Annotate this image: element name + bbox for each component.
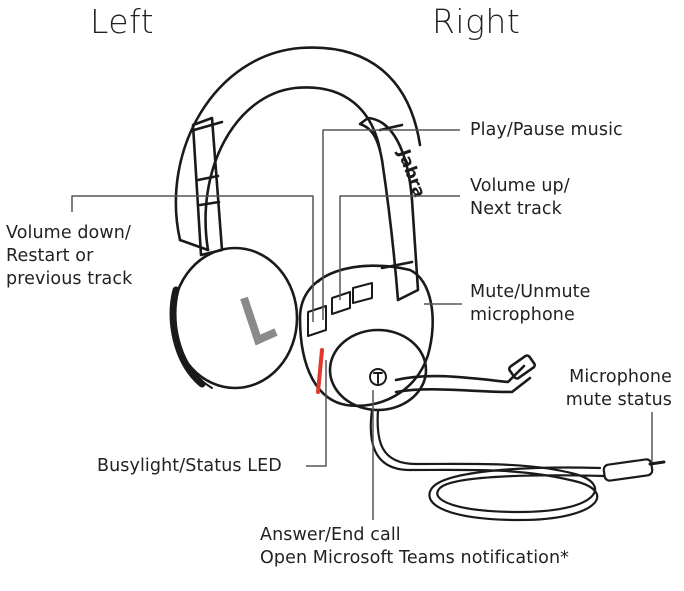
- leader-play-pause: [322, 129, 460, 320]
- callout-play-pause-text: Play/Pause music: [470, 120, 623, 140]
- callout-volume-down-line2: Restart or: [6, 246, 94, 266]
- callout-mute-unmute-line2: microphone: [470, 305, 575, 325]
- callout-busylight: Busylight/Status LED: [97, 455, 282, 478]
- leader-volume-up: [339, 195, 460, 300]
- leader-busylight: [306, 360, 327, 467]
- boom-microphone: [394, 354, 536, 394]
- left-side-title: Left: [90, 2, 155, 41]
- callout-mic-mute-status-line2: mute status: [565, 390, 672, 410]
- callout-volume-up: Volume up/ Next track: [470, 175, 570, 221]
- left-ear-mark: [240, 296, 278, 346]
- right-side-title: Right: [432, 2, 521, 41]
- callout-volume-down-line1: Volume down/: [6, 223, 131, 243]
- callout-volume-up-line1: Volume up/: [470, 176, 570, 196]
- callout-mute-unmute-line1: Mute/Unmute: [470, 282, 591, 302]
- callout-answer-end: Answer/End call Open Microsoft Teams not…: [260, 524, 569, 570]
- left-earcup: [169, 246, 299, 390]
- leader-volume-down: [71, 195, 314, 322]
- callout-answer-end-line1: Answer/End call: [260, 525, 401, 545]
- jabra-logo: Jabra: [393, 146, 429, 201]
- callout-play-pause: Play/Pause music: [470, 119, 623, 142]
- usb-cable: [369, 408, 666, 522]
- callout-volume-down-line3: previous track: [6, 269, 133, 289]
- callout-volume-down: Volume down/ Restart or previous track: [6, 222, 132, 291]
- teams-icon: [369, 368, 387, 386]
- headband: [174, 46, 422, 252]
- right-earcup: [298, 264, 434, 412]
- callout-mute-unmute: Mute/Unmute microphone: [470, 281, 590, 327]
- callout-volume-up-line2: Next track: [470, 199, 562, 219]
- leader-lines: [71, 129, 653, 520]
- callout-mic-mute-status: Microphone mute status: [566, 366, 672, 412]
- callout-answer-end-line2: Open Microsoft Teams notification*: [260, 548, 570, 568]
- right-headband-arm: [358, 116, 420, 302]
- callout-busylight-text: Busylight/Status LED: [97, 456, 282, 476]
- callout-mic-mute-status-line1: Microphone: [569, 367, 672, 387]
